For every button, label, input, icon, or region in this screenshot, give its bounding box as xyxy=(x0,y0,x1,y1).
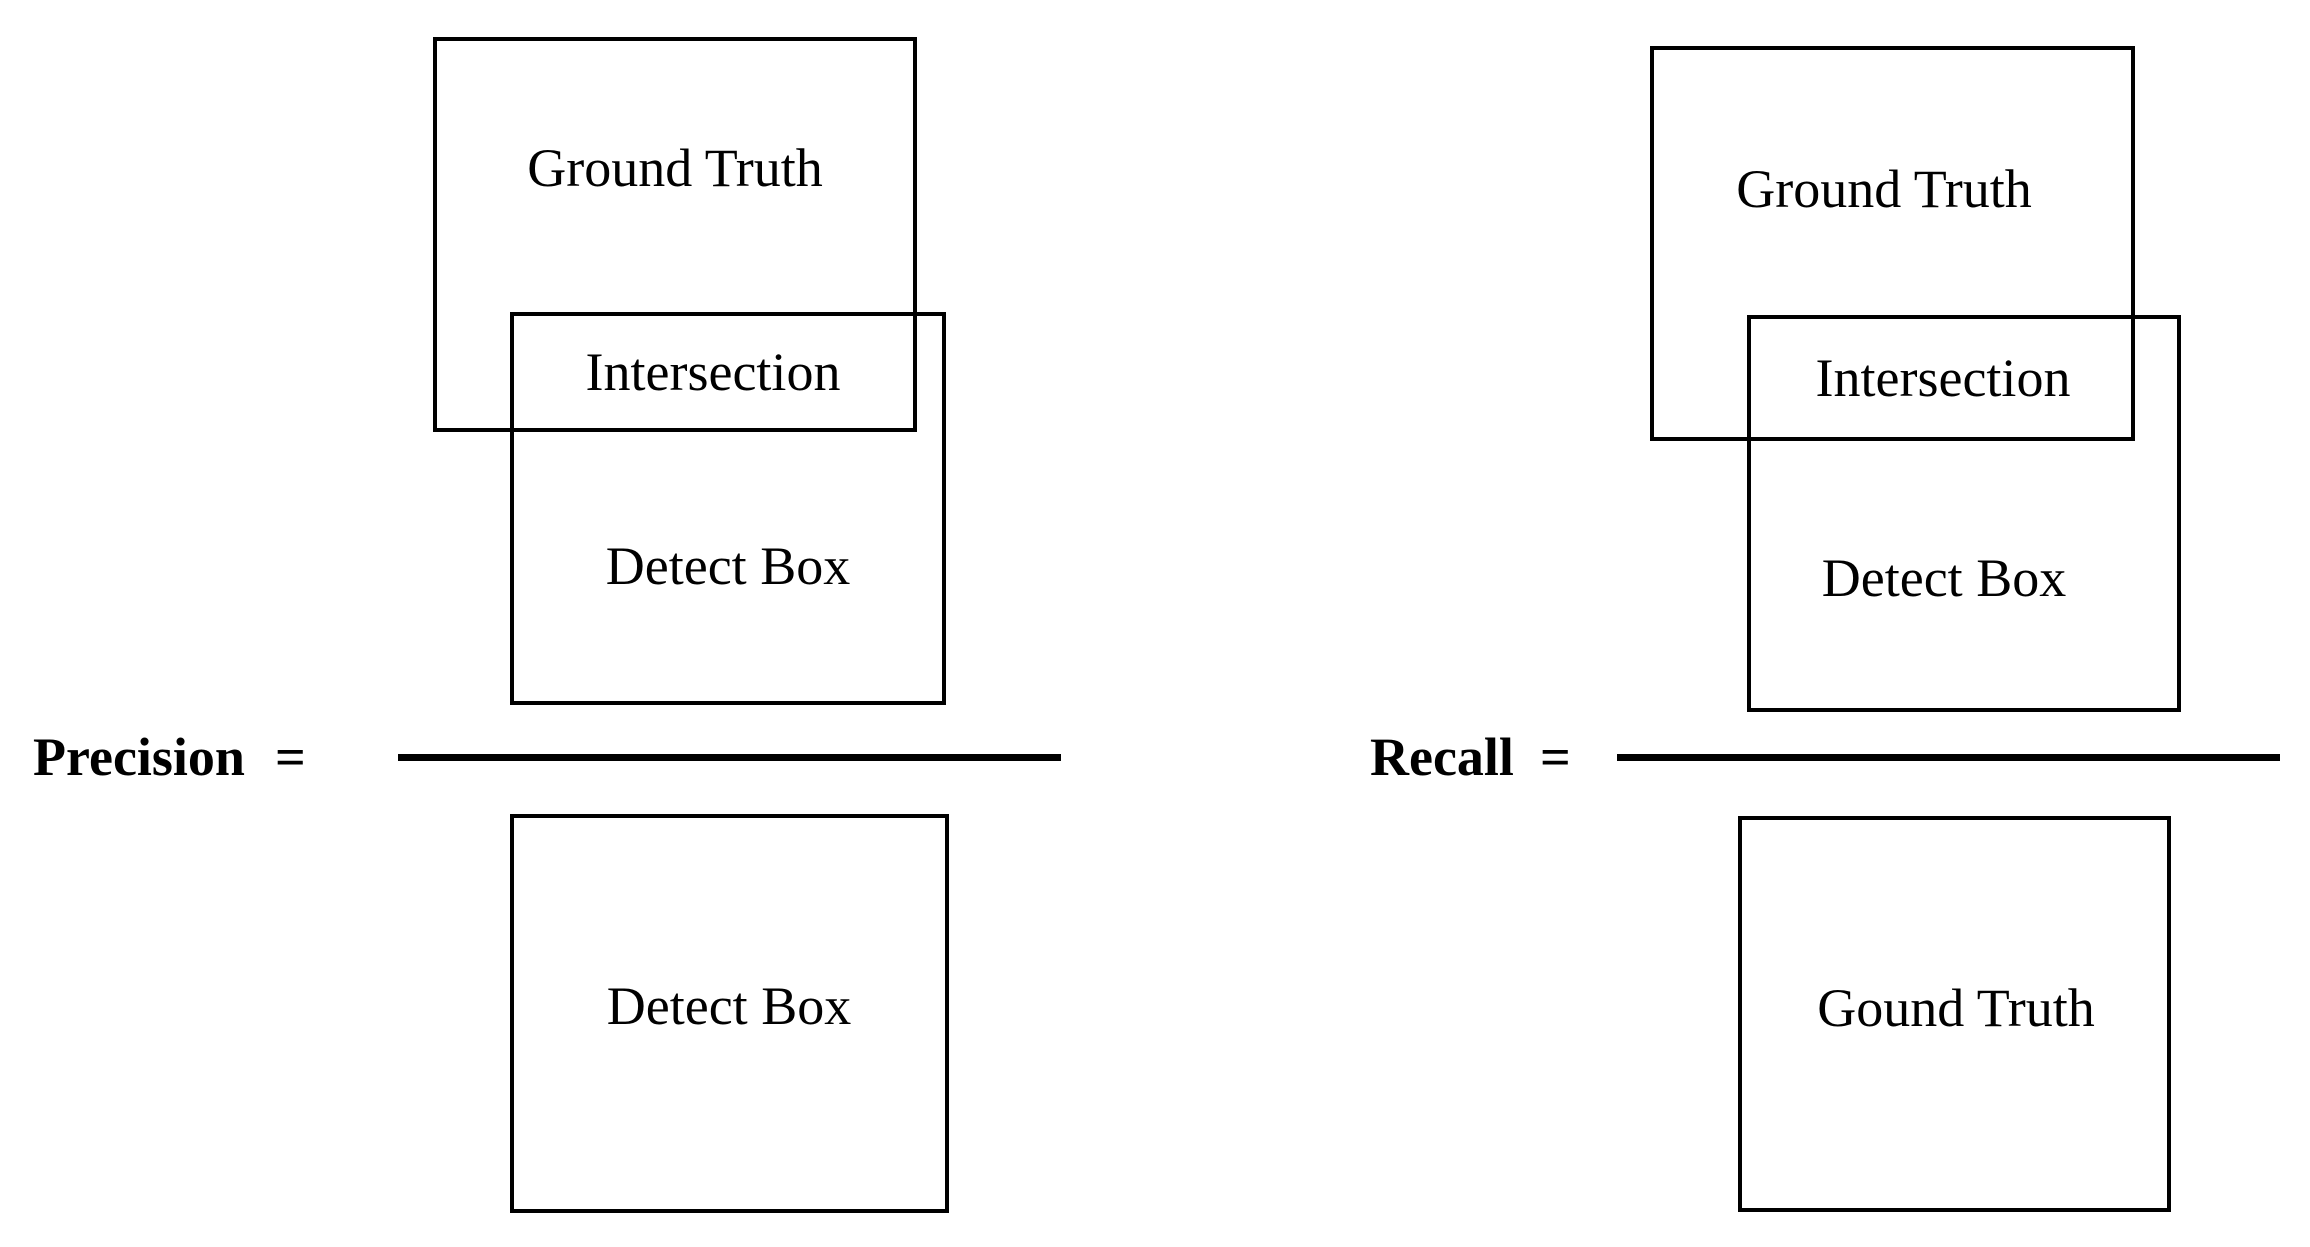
recall-formula-label: Recall xyxy=(1370,727,1514,787)
precision-ground-truth-label: Ground Truth xyxy=(527,138,823,198)
recall-ground-truth-label: Ground Truth xyxy=(1736,159,2032,219)
recall-detect-box xyxy=(1747,315,2181,712)
recall-formula: Recall = xyxy=(1370,730,1571,784)
precision-formula-label: Precision xyxy=(33,727,245,787)
precision-denominator-label: Detect Box xyxy=(606,976,852,1036)
precision-denominator-box xyxy=(510,814,949,1213)
precision-equals-sign: = xyxy=(274,727,306,787)
precision-intersection-label: Intersection xyxy=(585,342,841,402)
recall-intersection-label: Intersection xyxy=(1815,348,2071,408)
precision-detect-box-label: Detect Box xyxy=(605,536,851,596)
recall-detect-box-label: Detect Box xyxy=(1821,548,2067,608)
recall-fraction-bar xyxy=(1617,754,2280,761)
recall-equals-sign: = xyxy=(1539,727,1571,787)
precision-fraction-bar xyxy=(398,754,1061,761)
recall-denominator-label: Gound Truth xyxy=(1817,978,2095,1038)
recall-ground-truth-box xyxy=(1650,46,2135,441)
recall-denominator-box xyxy=(1738,816,2171,1212)
precision-formula: Precision = xyxy=(33,730,306,784)
precision-detect-box xyxy=(510,312,946,705)
precision-ground-truth-box xyxy=(433,37,917,432)
